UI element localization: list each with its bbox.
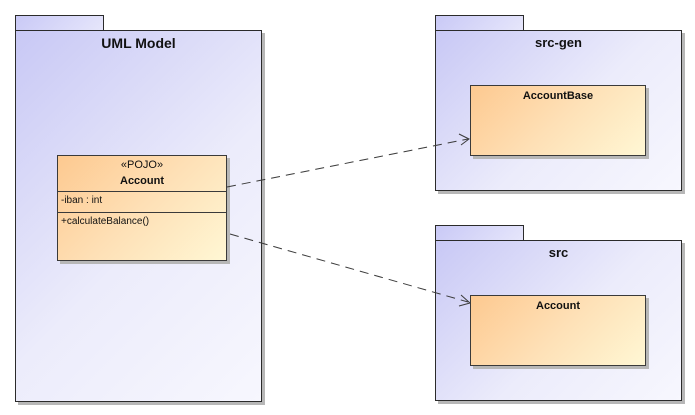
src-package-title: src <box>548 245 569 260</box>
account-stereotype: «POJO» <box>120 159 164 171</box>
operation-calculate-balance: +calculateBalance() <box>61 216 150 227</box>
account-pojo-class[interactable]: «POJO» Account -iban : int +calculateBal… <box>57 155 227 261</box>
account-base-class[interactable]: AccountBase <box>470 85 646 156</box>
dependency-arrow-to-account-base[interactable] <box>226 133 470 188</box>
dependency-arrow-to-account-src[interactable] <box>229 233 472 307</box>
src-gen-package-title: src-gen <box>535 35 582 50</box>
attribute-iban: -iban : int <box>61 195 103 206</box>
attributes-separator <box>58 191 226 192</box>
operations-separator <box>58 212 226 213</box>
account-src-class[interactable]: Account <box>470 295 646 366</box>
account-pojo-class-name: Account <box>120 175 164 187</box>
account-src-class-name: Account <box>536 300 580 312</box>
uml-model-package-title: UML Model <box>101 35 176 51</box>
account-base-class-name: AccountBase <box>522 90 594 102</box>
